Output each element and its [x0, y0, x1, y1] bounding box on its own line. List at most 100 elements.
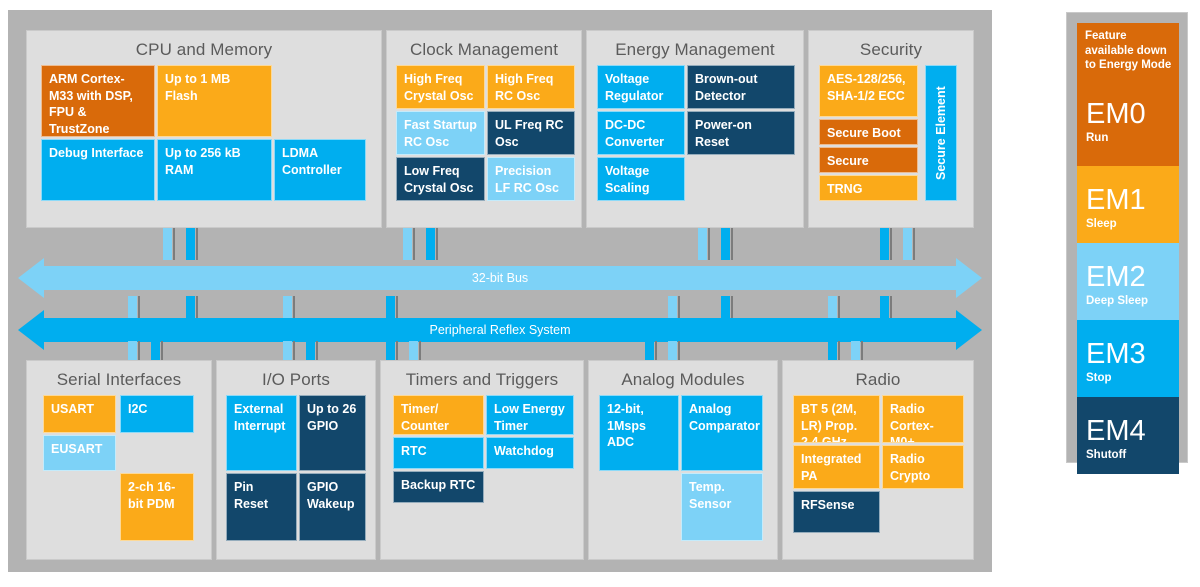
group-title-timers-and-triggers: Timers and Triggers	[405, 370, 559, 389]
legend-em2[interactable]: EM2 Deep Sleep	[1077, 243, 1179, 320]
connector-cpu-a	[163, 225, 175, 260]
legend-em3-name: EM3	[1086, 338, 1146, 370]
legend-em0[interactable]: Feature available down to Energy Mode EM…	[1077, 23, 1179, 166]
block-arm-cortex-m33[interactable]: ARM Cortex-M33 with DSP, FPU & TrustZone	[41, 65, 155, 137]
block-pin-reset[interactable]: Pin Reset	[226, 473, 297, 541]
block-trng[interactable]: TRNG	[819, 175, 918, 201]
connector-mid-e	[721, 296, 733, 331]
legend-em3-state: Stop	[1086, 372, 1112, 384]
connector-clock-a	[403, 225, 415, 260]
block-high-freq-rc-osc[interactable]: High Freq RC Osc	[487, 65, 575, 109]
block-rtc[interactable]: RTC	[393, 437, 484, 469]
connector-security-b	[903, 225, 915, 260]
connector-serial-a	[128, 341, 140, 371]
group-cells-cpu-and-memory: ARM Cortex-M33 with DSP, FPU & TrustZone…	[27, 65, 381, 210]
connector-io-a	[283, 341, 295, 371]
block-rfsense[interactable]: RFSense	[793, 491, 880, 533]
connector-analog-a	[645, 341, 657, 371]
group-security: Security AES-128/256, SHA-1/2 ECC Secure…	[808, 30, 974, 228]
block-dc-dc-converter[interactable]: DC-DC Converter	[597, 111, 685, 155]
bus-peripheral-reflex-system: Peripheral Reflex System	[18, 310, 982, 350]
connector-mid-b	[186, 296, 198, 331]
connector-radio-b	[851, 341, 863, 371]
block-i2c[interactable]: I2C	[120, 395, 194, 433]
connector-clock-b	[426, 225, 438, 260]
connector-mid-h	[880, 296, 892, 331]
group-title-security: Security	[859, 40, 923, 59]
block-integrated-pa[interactable]: Integrated PA	[793, 445, 880, 489]
group-title-analog-modules: Analog Modules	[621, 370, 745, 389]
group-cells-radio: BT 5 (2M, LR) Prop. 2.4 GHz Radio Cortex…	[783, 395, 973, 545]
block-power-on-reset[interactable]: Power-on Reset	[687, 111, 795, 155]
block-temp-sensor[interactable]: Temp. Sensor	[681, 473, 763, 541]
connector-mid-g	[828, 296, 840, 331]
group-cells-timers-and-triggers: Timer/ Counter Low Energy Timer RTC Watc…	[381, 395, 583, 545]
block-backup-rtc[interactable]: Backup RTC	[393, 471, 484, 503]
block-watchdog[interactable]: Watchdog	[486, 437, 574, 469]
bus-prs-label: Peripheral Reflex System	[429, 322, 571, 337]
block-high-freq-crystal-osc[interactable]: High Freq Crystal Osc	[396, 65, 485, 109]
block-radio-cortex-m0[interactable]: Radio Cortex-M0+	[882, 395, 964, 443]
legend-note: Feature available down to Energy Mode	[1085, 30, 1172, 72]
block-external-interrupt[interactable]: External Interrupt	[226, 395, 297, 471]
group-cells-energy-management: Voltage Regulator Brown-out Detector DC-…	[587, 65, 803, 210]
prs-shaft	[36, 318, 964, 342]
block-gpio-count[interactable]: Up to 26 GPIO	[299, 395, 366, 471]
block-secure-boot-rtsl[interactable]: Secure Boot RTSL	[819, 119, 918, 145]
legend-em0-name: EM0	[1086, 98, 1146, 131]
block-pdm[interactable]: 2-ch 16-bit PDM	[120, 473, 194, 541]
block-ul-freq-rc-osc[interactable]: UL Freq RC Osc	[487, 111, 575, 155]
group-cpu-and-memory: CPU and Memory ARM Cortex-M33 with DSP, …	[26, 30, 382, 228]
legend-em4-state: Shutoff	[1086, 449, 1127, 461]
block-secure-debug[interactable]: Secure Debug	[819, 147, 918, 173]
connector-mid-c	[283, 296, 295, 331]
block-debug-interface[interactable]: Debug Interface	[41, 139, 155, 201]
legend-em4[interactable]: EM4 Shutoff	[1077, 397, 1179, 474]
block-voltage-regulator[interactable]: Voltage Regulator	[597, 65, 685, 109]
bus-shaft	[36, 266, 964, 290]
block-voltage-scaling[interactable]: Voltage Scaling	[597, 157, 685, 201]
connector-io-b	[306, 341, 318, 371]
group-serial-interfaces: Serial Interfaces USART I2C EUSART 2-ch …	[26, 360, 212, 560]
block-precision-lf-rc-osc[interactable]: Precision LF RC Osc	[487, 157, 575, 201]
group-title-clock-management: Clock Management	[409, 40, 559, 59]
block-low-energy-timer[interactable]: Low Energy Timer	[486, 395, 574, 435]
block-secure-element[interactable]: Secure Element	[925, 65, 957, 201]
legend-em3[interactable]: EM3 Stop	[1077, 320, 1179, 397]
block-brown-out-detector[interactable]: Brown-out Detector	[687, 65, 795, 109]
group-title-serial-interfaces: Serial Interfaces	[56, 370, 182, 389]
legend-em1[interactable]: EM1 Sleep	[1077, 166, 1179, 243]
legend-em1-state: Sleep	[1086, 218, 1117, 230]
block-ram[interactable]: Up to 256 kB RAM	[157, 139, 272, 201]
block-fast-startup-rc-osc[interactable]: Fast Startup RC Osc	[396, 111, 485, 155]
block-gpio-wakeup[interactable]: GPIO Wakeup	[299, 473, 366, 541]
block-aes-sha-ecc[interactable]: AES-128/256, SHA-1/2 ECC	[819, 65, 918, 117]
group-cells-clock-management: High Freq Crystal Osc High Freq RC Osc F…	[387, 65, 581, 210]
block-eusart[interactable]: EUSART	[43, 435, 116, 471]
connector-analog-b	[668, 341, 680, 371]
group-io-ports: I/O Ports External Interrupt Up to 26 GP…	[216, 360, 376, 560]
connector-cpu-b	[186, 225, 198, 260]
bus-32-bit: 32-bit Bus	[18, 258, 982, 298]
legend-em0-state: Run	[1086, 132, 1109, 145]
connector-mid-d	[386, 296, 398, 331]
group-cells-analog-modules: 12-bit, 1Msps ADC Analog Comparator Temp…	[589, 395, 777, 545]
block-analog-comparator[interactable]: Analog Comparator	[681, 395, 763, 471]
legend-em4-name: EM4	[1086, 415, 1146, 447]
block-timer-counter[interactable]: Timer/ Counter	[393, 395, 484, 435]
group-title-io-ports: I/O Ports	[262, 370, 330, 389]
block-bt5-prop-24ghz[interactable]: BT 5 (2M, LR) Prop. 2.4 GHz	[793, 395, 880, 443]
block-ldma-controller[interactable]: LDMA Controller	[274, 139, 366, 201]
block-radio-crypto[interactable]: Radio Crypto	[882, 445, 964, 489]
group-title-cpu-and-memory: CPU and Memory	[135, 40, 273, 59]
chip-body: 32-bit Bus Peripheral Reflex System	[8, 10, 992, 572]
connector-mid-f	[668, 296, 680, 331]
bus-32-bit-label: 32-bit Bus	[471, 270, 529, 285]
block-usart[interactable]: USART	[43, 395, 116, 433]
group-energy-management: Energy Management Voltage Regulator Brow…	[586, 30, 804, 228]
block-flash[interactable]: Up to 1 MB Flash	[157, 65, 272, 137]
group-clock-management: Clock Management High Freq Crystal Osc H…	[386, 30, 582, 228]
block-adc[interactable]: 12-bit, 1Msps ADC	[599, 395, 679, 471]
block-low-freq-crystal-osc[interactable]: Low Freq Crystal Osc	[396, 157, 485, 201]
